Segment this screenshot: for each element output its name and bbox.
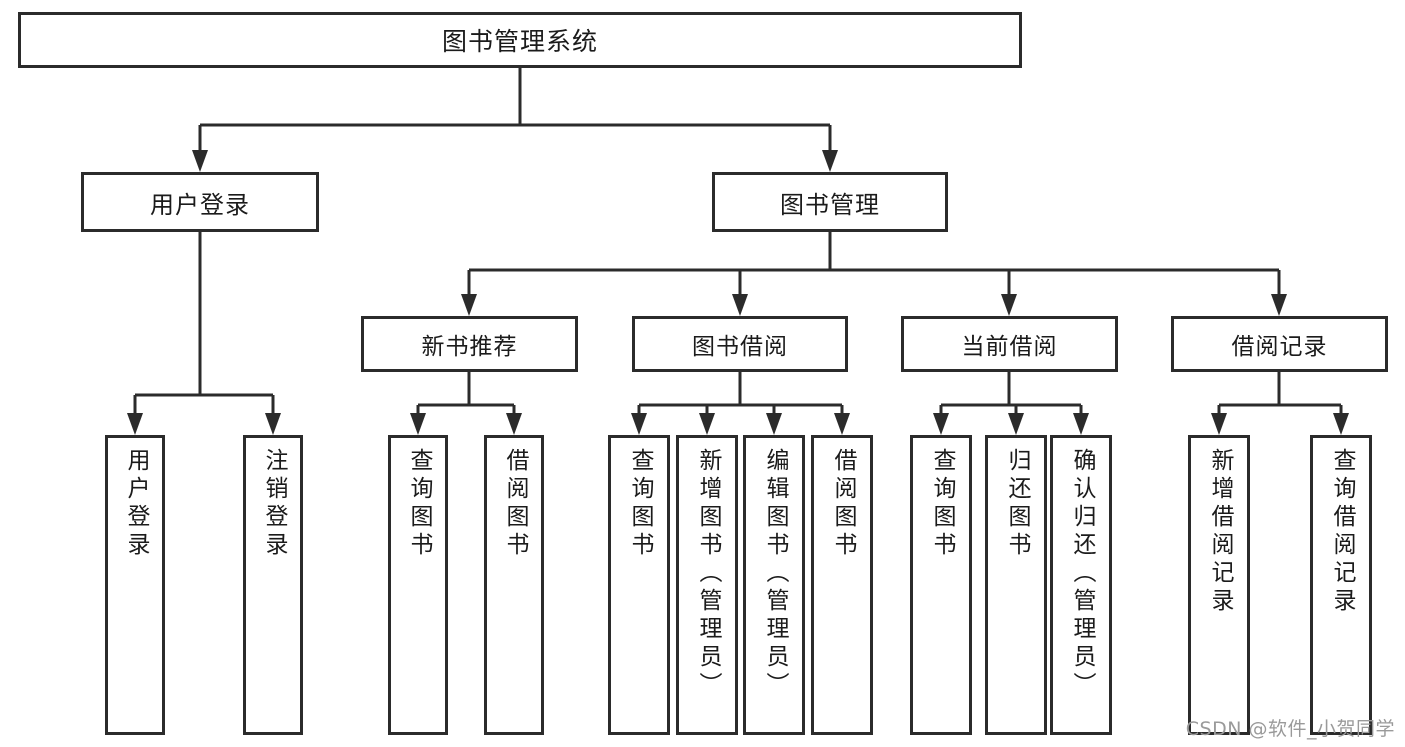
- leaf-borrow-book[interactable]: 借阅图书: [811, 435, 873, 735]
- leaf-query-book-current[interactable]: 查询图书: [910, 435, 972, 735]
- leaf-logout[interactable]: 注销登录: [243, 435, 303, 735]
- node-new-book-recommend[interactable]: 新书推荐: [361, 316, 578, 372]
- node-user-login[interactable]: 用户登录: [81, 172, 319, 232]
- node-label: 借阅图书: [829, 448, 856, 560]
- leaf-return-book[interactable]: 归还图书: [985, 435, 1047, 735]
- node-label: 查询图书: [626, 448, 653, 560]
- node-label: 查询图书: [928, 448, 955, 560]
- leaf-add-borrow-record[interactable]: 新增借阅记录: [1188, 435, 1250, 735]
- node-label: 图书管理系统: [441, 27, 598, 56]
- leaf-query-borrow-record[interactable]: 查询借阅记录: [1310, 435, 1372, 735]
- leaf-borrow-book-recommend[interactable]: 借阅图书: [484, 435, 544, 735]
- node-label: 图书管理: [780, 190, 880, 219]
- node-label: 借阅记录: [1231, 334, 1328, 360]
- node-book-management[interactable]: 图书管理: [712, 172, 948, 232]
- node-label: 图书借阅: [692, 334, 788, 360]
- node-label: 编辑图书（管理员）: [761, 448, 788, 700]
- node-label: 用户登录: [150, 190, 250, 219]
- node-label: 新增图书（管理员）: [694, 448, 721, 700]
- node-label: 注销登录: [260, 448, 287, 560]
- leaf-user-login[interactable]: 用户登录: [105, 435, 165, 735]
- node-label: 查询借阅记录: [1328, 448, 1355, 616]
- node-current-borrow[interactable]: 当前借阅: [901, 316, 1118, 372]
- leaf-query-book-recommend[interactable]: 查询图书: [388, 435, 448, 735]
- node-book-borrow[interactable]: 图书借阅: [632, 316, 848, 372]
- node-label: 用户登录: [122, 448, 149, 560]
- node-label: 确认归还（管理员）: [1068, 448, 1095, 700]
- node-label: 查询图书: [405, 448, 432, 560]
- node-label: 新增借阅记录: [1206, 448, 1233, 616]
- node-label: 当前借阅: [961, 334, 1058, 360]
- leaf-confirm-return-admin[interactable]: 确认归还（管理员）: [1050, 435, 1112, 735]
- leaf-add-book-admin[interactable]: 新增图书（管理员）: [676, 435, 738, 735]
- leaf-query-book-borrow[interactable]: 查询图书: [608, 435, 670, 735]
- node-label: 新书推荐: [421, 334, 518, 360]
- leaf-edit-book-admin[interactable]: 编辑图书（管理员）: [743, 435, 805, 735]
- node-root-system[interactable]: 图书管理系统: [18, 12, 1022, 68]
- node-label: 归还图书: [1003, 448, 1030, 560]
- node-label: 借阅图书: [501, 448, 528, 560]
- node-borrow-record[interactable]: 借阅记录: [1171, 316, 1388, 372]
- csdn-watermark: CSDN @软件_小贺同学: [1185, 718, 1395, 740]
